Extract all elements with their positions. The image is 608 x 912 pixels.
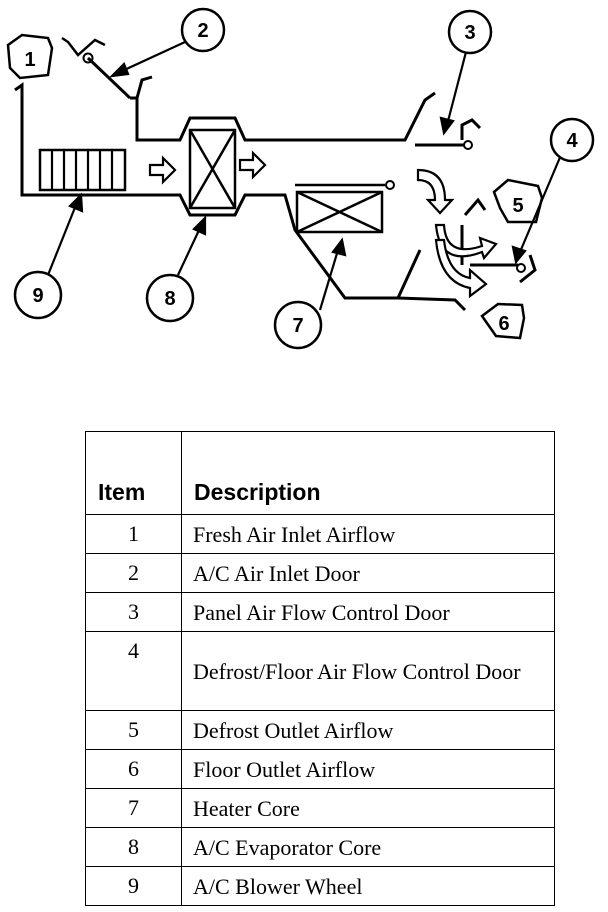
item-description: A/C Blower Wheel: [181, 866, 555, 906]
svg-text:2: 2: [197, 20, 208, 42]
table-row: 4 Defrost/Floor Air Flow Control Door: [85, 631, 555, 711]
callout-7: 7: [273, 300, 323, 350]
table-row: 7 Heater Core: [85, 788, 555, 828]
outlet-arrow-fresh-air: [6, 33, 54, 80]
callout-5: 5: [512, 195, 523, 217]
airflow-arrows: [148, 150, 498, 299]
item-description: A/C Air Inlet Door: [181, 553, 555, 593]
duct-lower-diagonal: [396, 249, 422, 299]
item-number: 4: [85, 631, 182, 711]
defrost-floor-door: [460, 225, 526, 273]
item-description: Fresh Air Inlet Airflow: [181, 514, 555, 554]
table-row: 3 Panel Air Flow Control Door: [85, 592, 555, 632]
outlet-arrow-floor: [480, 302, 526, 340]
item-description: Heater Core: [181, 788, 555, 828]
svg-text:8: 8: [164, 288, 175, 310]
svg-text:4: 4: [566, 130, 578, 152]
item-number: 7: [85, 788, 182, 828]
item-number: 5: [85, 710, 182, 750]
table-row: 9 A/C Blower Wheel: [85, 866, 555, 906]
table-row: 5 Defrost Outlet Airflow: [85, 710, 555, 750]
floor-outlet-wall: [519, 254, 537, 284]
item-number: 1: [85, 514, 182, 554]
evaporator-core: [188, 128, 237, 210]
item-description: A/C Evaporator Core: [181, 827, 555, 867]
item-number: 6: [85, 749, 182, 789]
item-number: 2: [85, 553, 182, 593]
description-column-header: Description: [181, 431, 555, 515]
ac-air-inlet-door: [61, 36, 132, 100]
legend-header-row: Item Description: [85, 431, 555, 515]
item-number: 9: [85, 866, 182, 906]
panel-outlet-wall: [460, 118, 482, 140]
callout-3: 3: [447, 9, 493, 55]
svg-text:7: 7: [292, 315, 303, 337]
callout-2: 2: [180, 7, 226, 53]
flow-arrow-2: [238, 150, 267, 180]
duct-inlet-left-wall: [14, 82, 467, 312]
item-number: 3: [85, 592, 182, 632]
item-description: Defrost/Floor Air Flow Control Door: [181, 631, 555, 711]
outlet-arrow-defrost: [492, 178, 544, 224]
item-column-header: Item: [85, 431, 182, 515]
item-description: Defrost Outlet Airflow: [181, 710, 555, 750]
item-description: Floor Outlet Airflow: [181, 749, 555, 789]
defrost-outlet-wall: [463, 197, 487, 216]
table-row: 2 A/C Air Inlet Door: [85, 553, 555, 593]
callout-1: 1: [24, 49, 35, 71]
table-row: 1 Fresh Air Inlet Airflow: [85, 514, 555, 554]
panel-airflow-door: [415, 140, 473, 150]
leader-lines: [46, 41, 563, 311]
callout-6: 6: [498, 313, 509, 335]
hvac-airflow-diagram: 2 3 4 7 8 9 1 5 6: [6, 7, 595, 350]
parts-legend-table: Item Description 1 Fresh Air Inlet Airfl…: [85, 431, 555, 906]
heater-core: [295, 180, 395, 234]
duct-housing: [14, 75, 537, 312]
callout-8: 8: [145, 273, 195, 323]
callout-4: 4: [549, 117, 595, 163]
item-description: Panel Air Flow Control Door: [181, 592, 555, 632]
duct-top-wall: [130, 91, 436, 142]
flow-arrow-1: [148, 155, 177, 185]
item-number: 8: [85, 827, 182, 867]
table-row: 8 A/C Evaporator Core: [85, 827, 555, 867]
svg-text:3: 3: [464, 22, 475, 44]
table-row: 6 Floor Outlet Airflow: [85, 749, 555, 789]
callout-9: 9: [13, 270, 63, 320]
duct-inlet-lip: [135, 75, 153, 99]
flow-arrow-curve-down: [416, 168, 455, 215]
flow-arrow-floor: [434, 238, 488, 299]
svg-text:9: 9: [32, 285, 43, 307]
blower-wheel: [38, 148, 127, 192]
